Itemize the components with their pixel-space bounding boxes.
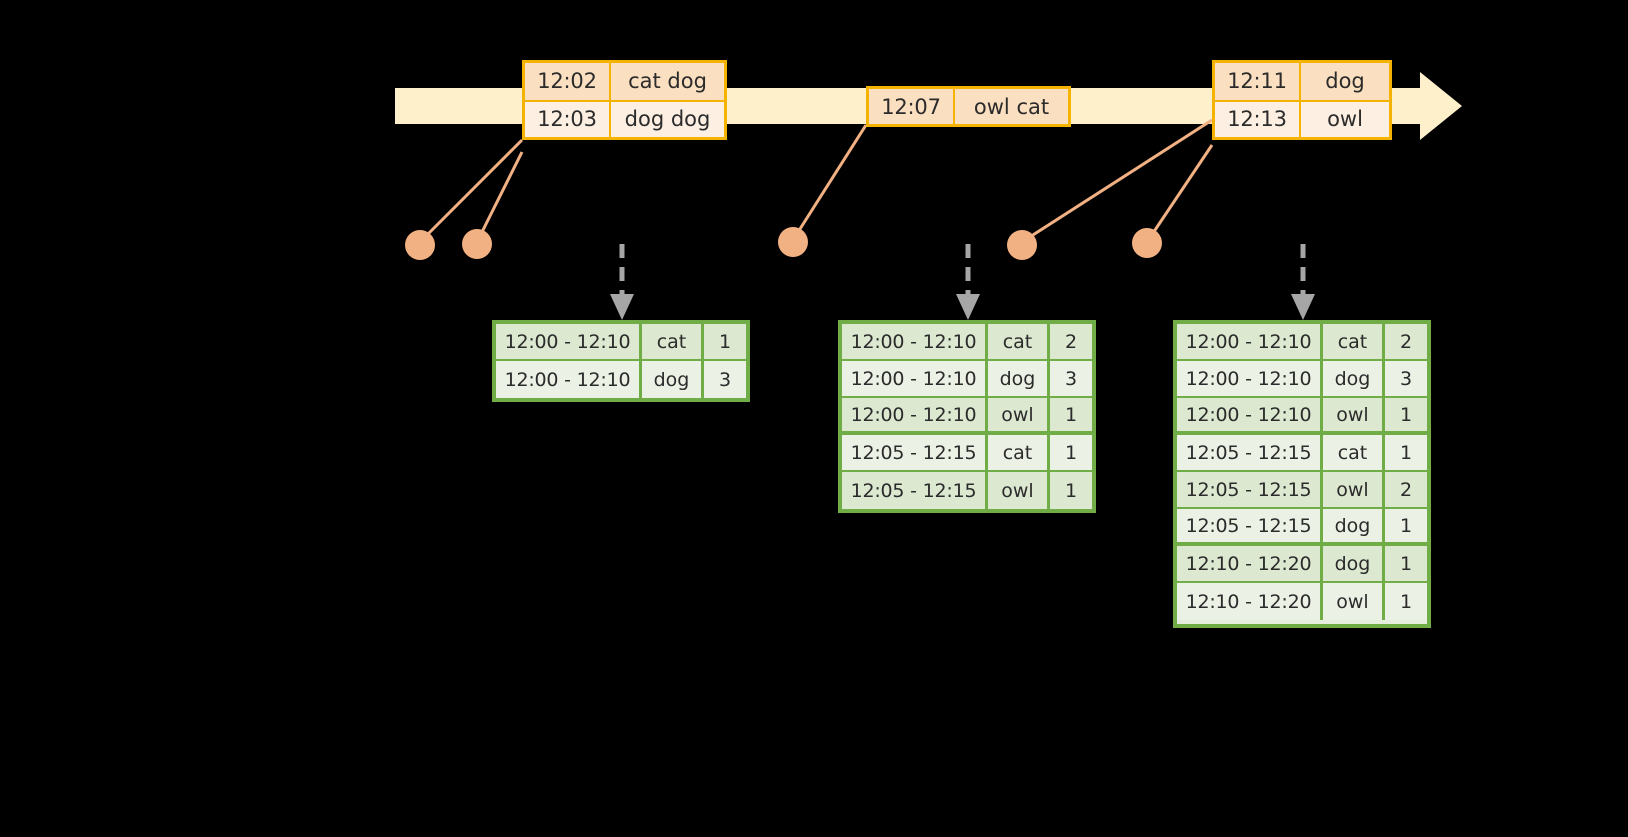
event-dot-5 [1132,228,1162,258]
event-words: owl cat [973,94,1050,119]
table-row: 12:00 - 12:10 cat 2 [1177,324,1427,361]
word-cell: owl [1323,583,1385,620]
window-cell: 12:10 - 12:20 [1177,583,1323,620]
window-cell: 12:00 - 12:10 [842,324,988,359]
result-table-1: 12:00 - 12:10 cat 1 12:00 - 12:10 dog 3 [492,320,750,402]
table-row: 12:05 - 12:15 cat 1 [842,435,1092,472]
event-dots [405,227,1162,260]
count-cell: 1 [1399,552,1413,575]
table-row: 12:00 - 12:10 dog 3 [842,361,1092,398]
table-row: 12:10 - 12:20 owl 1 [1177,583,1427,620]
event-time: 12:02 [525,63,611,100]
result-table-2: 12:00 - 12:10 cat 2 12:00 - 12:10 dog 3 … [838,320,1096,513]
word-cell: cat [1323,324,1385,359]
word-cell: cat [642,324,704,359]
window-cell: 12:05 - 12:15 [1177,472,1323,507]
word-cell: cat [988,435,1050,470]
word-cell: owl [1323,398,1385,431]
event-dot-2 [462,229,492,259]
count-cell: 2 [1399,478,1413,501]
table-row: 12:00 - 12:10 cat 1 [496,324,746,361]
event-row: 12:13 owl [1215,99,1389,137]
event-group-2: 12:07 owl cat [866,86,1071,127]
event-time: 12:07 [869,89,955,124]
event-dot-4 [1007,230,1037,260]
word-cell: dog [642,361,704,398]
word-cell: dog [988,361,1050,396]
table-row: 12:00 - 12:10 owl 1 [842,398,1092,435]
table-row: 12:05 - 12:15 dog 1 [1177,509,1427,546]
table-row: 12:05 - 12:15 owl 1 [842,472,1092,509]
window-cell: 12:05 - 12:15 [1177,435,1323,470]
event-time: 12:03 [525,101,611,137]
event-words: dog dog [624,107,711,132]
window-cell: 12:00 - 12:10 [1177,398,1323,431]
event-dot-3 [778,227,808,257]
window-cell: 12:05 - 12:15 [842,435,988,470]
count-cell: 1 [1064,479,1078,502]
word-cell: owl [1323,472,1385,507]
table-row: 12:00 - 12:10 dog 3 [496,361,746,398]
table-row: 12:00 - 12:10 cat 2 [842,324,1092,361]
event-group-1: 12:02 cat dog 12:03 dog dog [522,60,727,140]
count-cell: 3 [1064,367,1078,390]
window-cell: 12:00 - 12:10 [842,398,988,431]
count-cell: 1 [1064,403,1078,426]
event-words: dog [1325,69,1365,94]
word-cell: dog [1323,509,1385,542]
count-cell: 1 [1399,590,1413,613]
count-cell: 1 [1399,403,1413,426]
event-dot-1 [405,230,435,260]
event-time: 12:13 [1215,101,1301,137]
window-cell: 12:00 - 12:10 [1177,361,1323,396]
count-cell: 2 [1399,330,1413,353]
count-cell: 1 [1399,514,1413,537]
event-row: 12:03 dog dog [525,99,724,137]
table-row: 12:00 - 12:10 owl 1 [1177,398,1427,435]
flow-arrow-3 [1291,244,1315,320]
event-words: cat dog [628,69,707,94]
table-row: 12:00 - 12:10 dog 3 [1177,361,1427,398]
word-cell: cat [1323,435,1385,470]
window-cell: 12:05 - 12:15 [1177,509,1323,542]
count-cell: 3 [718,368,732,391]
word-cell: dog [1323,546,1385,581]
event-time: 12:11 [1215,63,1301,100]
window-cell: 12:10 - 12:20 [1177,546,1323,581]
window-cell: 12:00 - 12:10 [842,361,988,396]
word-cell: dog [1323,361,1385,396]
flow-arrows [610,244,1315,320]
window-cell: 12:05 - 12:15 [842,472,988,509]
window-cell: 12:00 - 12:10 [496,361,642,398]
word-cell: cat [988,324,1050,359]
result-table-3: 12:00 - 12:10 cat 2 12:00 - 12:10 dog 3 … [1173,320,1431,628]
count-cell: 1 [1064,441,1078,464]
window-cell: 12:00 - 12:10 [496,324,642,359]
event-row: 12:07 owl cat [869,89,1068,124]
event-words: owl [1327,107,1363,132]
word-cell: owl [988,398,1050,431]
word-cell: owl [988,472,1050,509]
count-cell: 1 [718,330,732,353]
count-cell: 2 [1064,330,1078,353]
count-cell: 3 [1399,367,1413,390]
table-row: 12:05 - 12:15 owl 2 [1177,472,1427,509]
flow-arrow-1 [610,244,634,320]
window-cell: 12:00 - 12:10 [1177,324,1323,359]
count-cell: 1 [1399,441,1413,464]
table-row: 12:05 - 12:15 cat 1 [1177,435,1427,472]
flow-arrow-2 [956,244,980,320]
event-row: 12:11 dog [1215,63,1389,100]
table-row: 12:10 - 12:20 dog 1 [1177,546,1427,583]
event-group-3: 12:11 dog 12:13 owl [1212,60,1392,140]
event-row: 12:02 cat dog [525,63,724,100]
